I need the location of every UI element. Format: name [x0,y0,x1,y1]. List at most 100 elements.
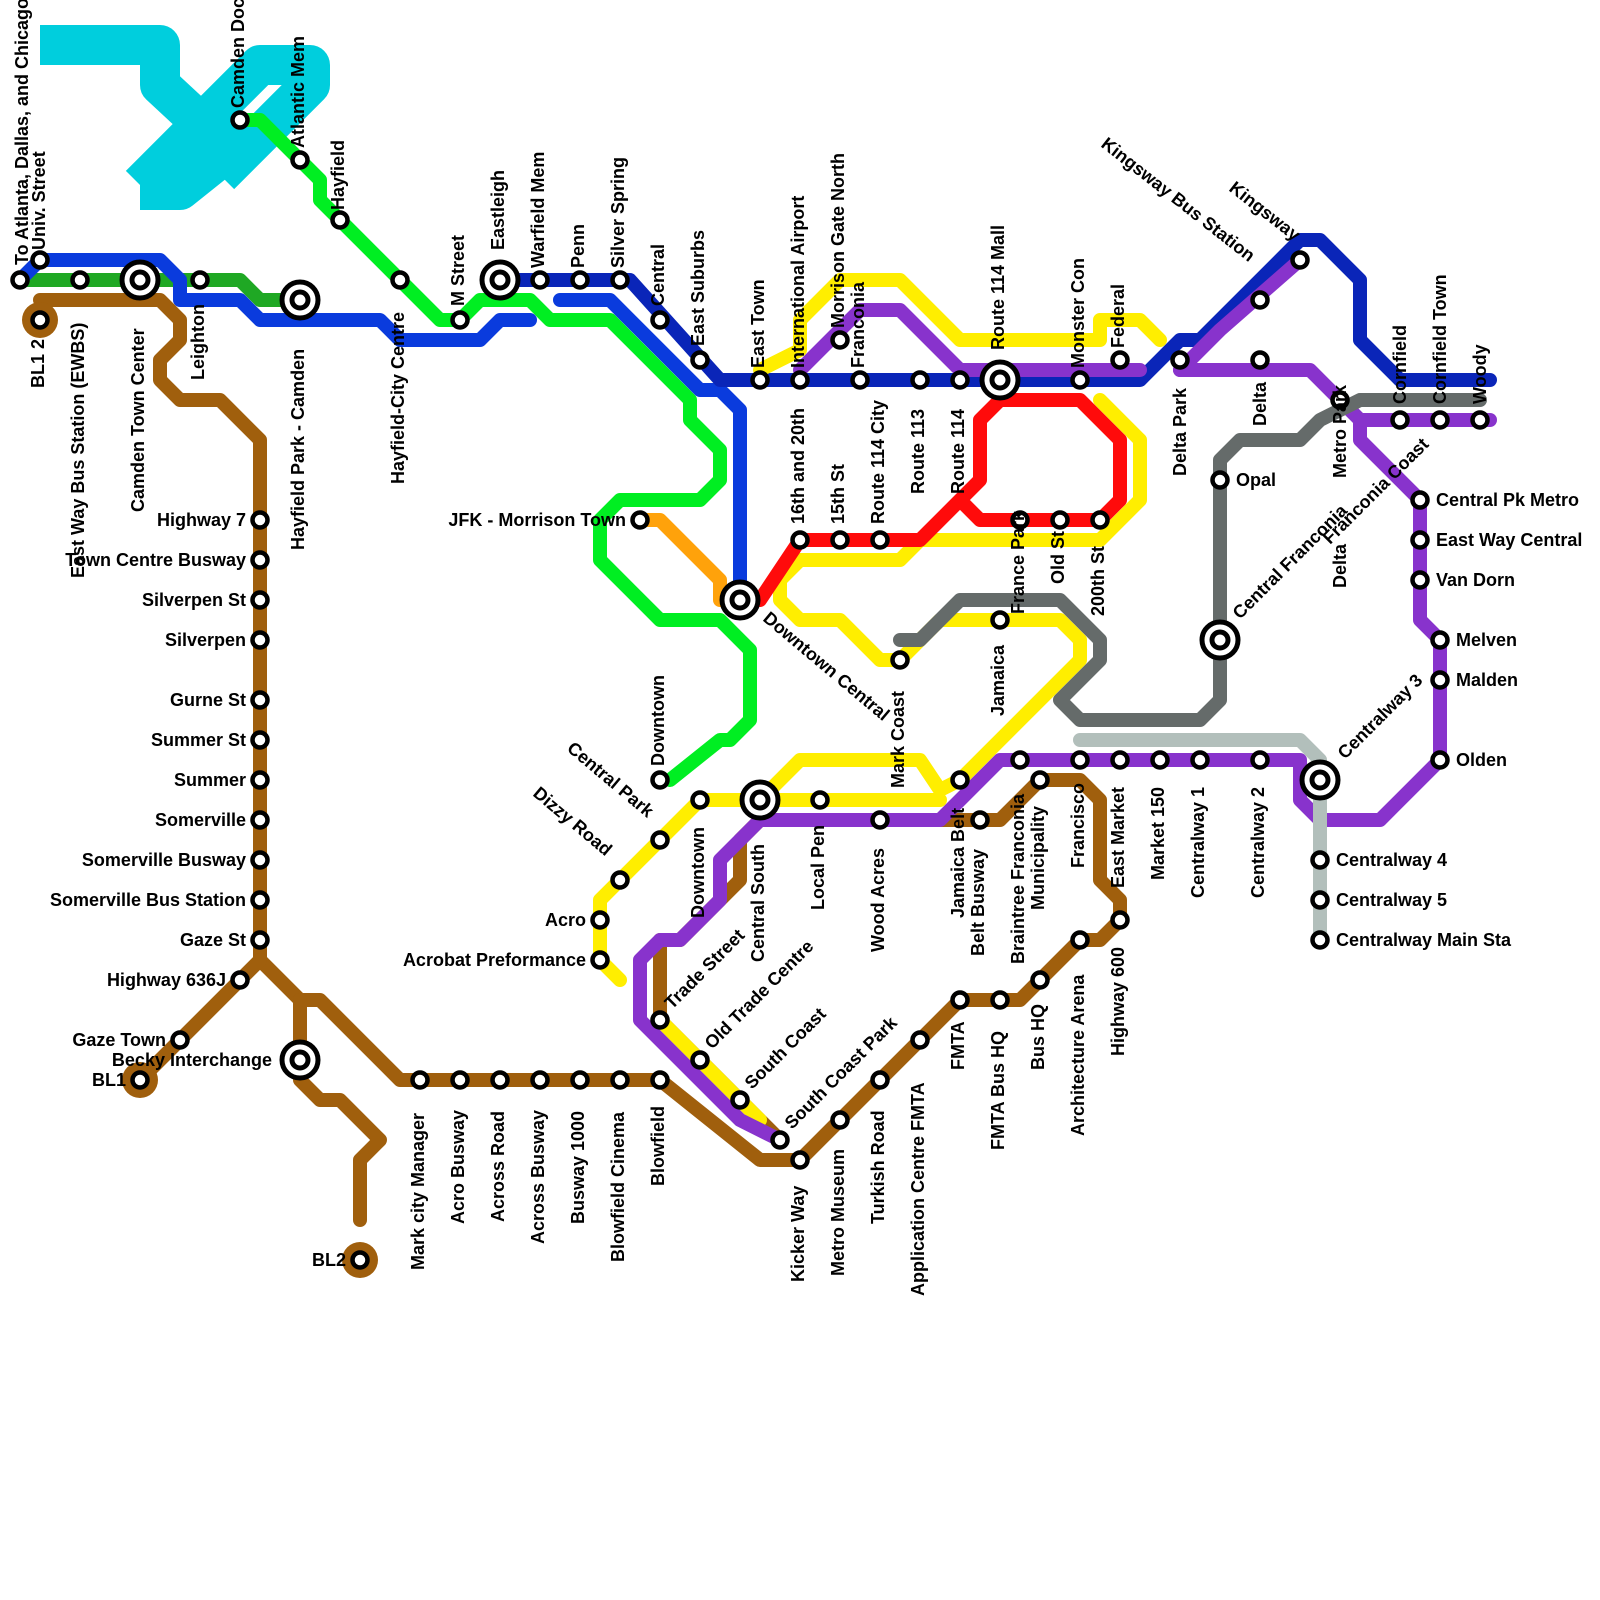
station-marker[interactable] [1250,290,1270,310]
station-marker[interactable] [290,150,310,170]
station-marker[interactable] [1390,410,1410,430]
station-marker[interactable] [1250,350,1270,370]
station-marker[interactable] [610,1070,630,1090]
station-marker[interactable] [650,770,670,790]
station-marker[interactable] [170,1030,190,1050]
station-marker[interactable] [1290,250,1310,270]
station-marker[interactable] [250,770,270,790]
station-marker[interactable] [790,370,810,390]
station-marker[interactable] [950,770,970,790]
station-marker[interactable] [630,510,650,530]
station-marker[interactable] [1410,490,1430,510]
station-marker[interactable] [350,1250,370,1270]
station-marker[interactable] [830,330,850,350]
station-marker[interactable] [830,530,850,550]
station-marker[interactable] [450,310,470,330]
station-marker[interactable] [30,310,50,330]
station-marker[interactable] [530,270,550,290]
station-marker[interactable] [890,650,910,670]
station-marker[interactable] [250,630,270,650]
station-marker[interactable] [1430,630,1450,650]
station-marker[interactable] [1030,970,1050,990]
station-marker[interactable] [530,1070,550,1090]
station-marker[interactable] [1110,910,1130,930]
station-marker[interactable] [1110,750,1130,770]
station-marker[interactable] [490,1070,510,1090]
station-marker[interactable] [330,210,350,230]
station-marker[interactable] [10,270,30,290]
station-marker[interactable] [970,810,990,830]
station-marker[interactable] [870,1070,890,1090]
station-marker[interactable] [910,370,930,390]
station-marker[interactable] [870,530,890,550]
station-marker[interactable] [1050,510,1070,530]
station-marker[interactable] [1310,850,1330,870]
station-marker[interactable] [690,790,710,810]
station-marker[interactable] [590,950,610,970]
station-marker[interactable] [1010,510,1030,530]
station-marker[interactable] [1070,930,1090,950]
station-marker[interactable] [1070,750,1090,770]
station-marker[interactable] [190,270,210,290]
station-marker[interactable] [230,970,250,990]
station-marker[interactable] [950,990,970,1010]
station-marker[interactable] [1430,750,1450,770]
station-marker[interactable] [950,370,970,390]
station-marker[interactable] [570,270,590,290]
station-marker[interactable] [750,370,770,390]
station-marker[interactable] [1430,670,1450,690]
station-marker[interactable] [250,590,270,610]
station-marker[interactable] [870,810,890,830]
station-marker[interactable] [390,270,410,290]
station-marker[interactable] [1090,510,1110,530]
station-marker[interactable] [410,1070,430,1090]
station-marker[interactable] [250,550,270,570]
station-marker[interactable] [730,1090,750,1110]
station-marker[interactable] [790,1150,810,1170]
station-marker[interactable] [250,890,270,910]
station-marker[interactable] [570,1070,590,1090]
station-marker[interactable] [250,850,270,870]
station-marker[interactable] [250,810,270,830]
station-marker[interactable] [1030,770,1050,790]
station-marker[interactable] [1310,890,1330,910]
station-marker[interactable] [810,790,830,810]
station-marker[interactable] [610,270,630,290]
station-marker[interactable] [1170,350,1190,370]
station-marker[interactable] [910,1030,930,1050]
station-marker[interactable] [230,110,250,130]
station-marker[interactable] [1470,410,1490,430]
station-marker[interactable] [830,1110,850,1130]
station-marker[interactable] [250,730,270,750]
station-marker[interactable] [1250,750,1270,770]
station-marker[interactable] [790,530,810,550]
station-marker[interactable] [250,510,270,530]
station-marker[interactable] [590,910,610,930]
station-marker[interactable] [1150,750,1170,770]
station-marker[interactable] [1190,750,1210,770]
station-marker[interactable] [650,1010,670,1030]
station-marker[interactable] [250,930,270,950]
station-marker[interactable] [690,350,710,370]
station-marker[interactable] [990,610,1010,630]
station-marker[interactable] [650,1070,670,1090]
station-marker[interactable] [850,370,870,390]
station-marker[interactable] [990,990,1010,1010]
station-marker[interactable] [250,690,270,710]
station-marker[interactable] [1110,350,1130,370]
station-marker[interactable] [1410,570,1430,590]
station-marker[interactable] [30,250,50,270]
station-marker[interactable] [1330,390,1350,410]
station-marker[interactable] [70,270,90,290]
station-marker[interactable] [1430,410,1450,430]
station-marker[interactable] [1010,750,1030,770]
station-marker[interactable] [650,310,670,330]
station-marker[interactable] [450,1070,470,1090]
station-marker[interactable] [1210,470,1230,490]
station-marker[interactable] [1410,530,1430,550]
station-marker[interactable] [650,830,670,850]
station-marker[interactable] [690,1050,710,1070]
station-marker[interactable] [130,1070,150,1090]
station-marker[interactable] [610,870,630,890]
station-marker[interactable] [1070,370,1090,390]
